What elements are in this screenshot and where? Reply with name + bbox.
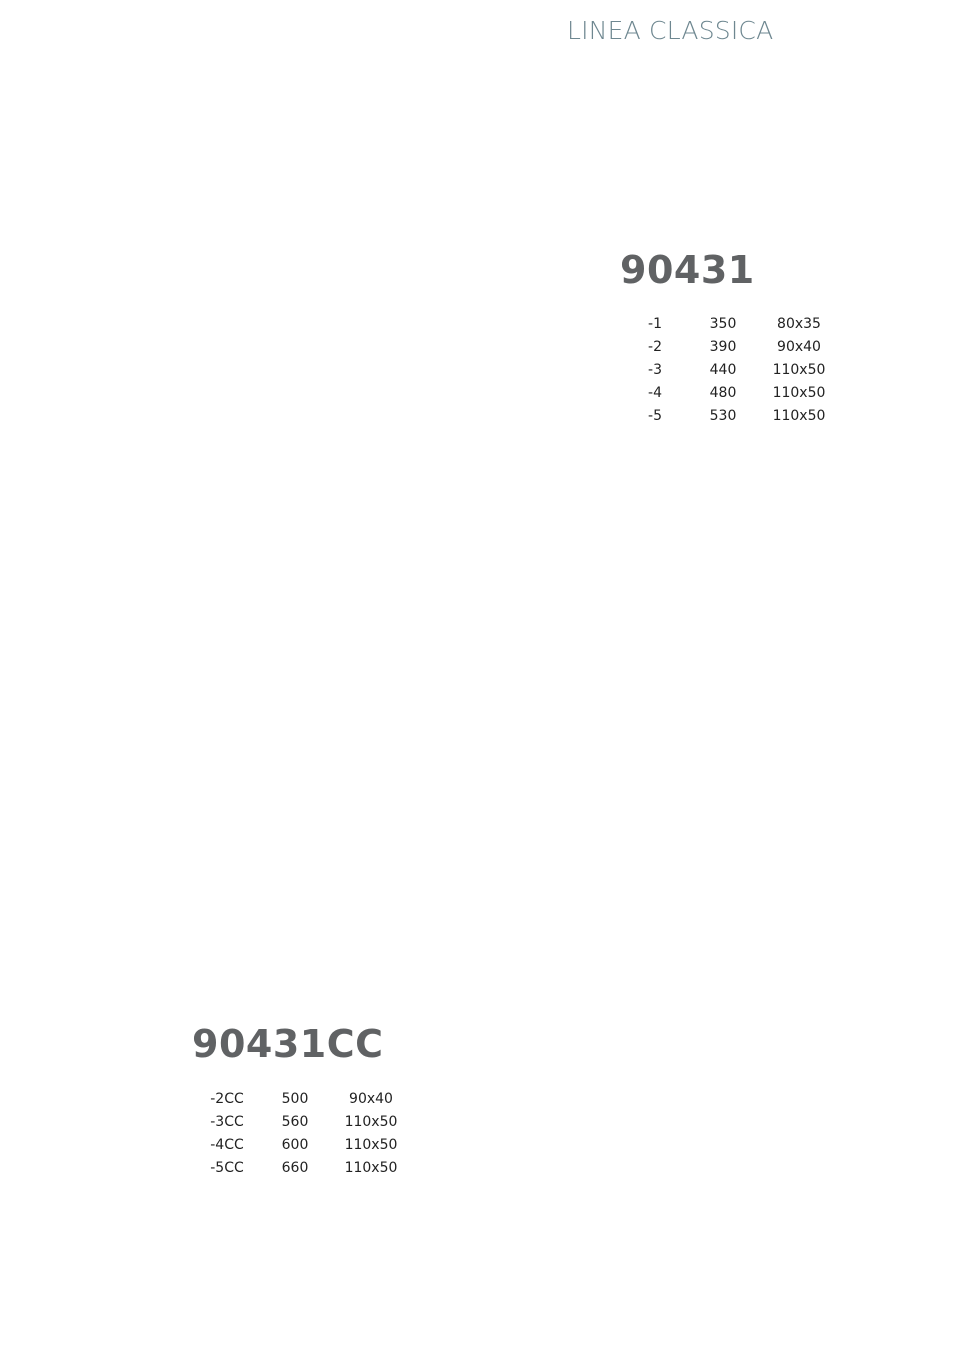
cell-size: 110x50 — [344, 1114, 398, 1130]
table-row: -2CC 500 90x40 — [0, 1088, 970, 1111]
cell-size: 90x40 — [349, 1091, 393, 1107]
cell-variant: -2 — [648, 339, 662, 355]
cell-variant: -5 — [648, 408, 662, 424]
product-code: 90431 — [620, 248, 755, 292]
cell-variant: -3CC — [210, 1114, 244, 1130]
table-row: -4CC 600 110x50 — [0, 1134, 970, 1157]
table-row: -2 390 90x40 — [0, 336, 970, 359]
cell-variant: -2CC — [210, 1091, 244, 1107]
cell-value: 500 — [281, 1091, 309, 1107]
cell-size: 90x40 — [777, 339, 821, 355]
cell-size: 80x35 — [777, 316, 821, 332]
cell-size: 110x50 — [772, 408, 826, 424]
cell-variant: -4 — [648, 385, 662, 401]
cell-size: 110x50 — [344, 1137, 398, 1153]
cell-size: 110x50 — [344, 1160, 398, 1176]
cell-value: 350 — [709, 316, 737, 332]
collection-title: LINEA CLASSICA — [567, 16, 774, 45]
table-row: -5 530 110x50 — [0, 405, 970, 428]
cell-value: 530 — [709, 408, 737, 424]
product-code: 90431CC — [192, 1022, 384, 1066]
cell-value: 600 — [281, 1137, 309, 1153]
cell-variant: -4CC — [210, 1137, 244, 1153]
cell-value: 660 — [281, 1160, 309, 1176]
variant-table: -1 350 80x35 -2 390 90x40 -3 440 110x50 -4 480 110x… — [0, 313, 970, 428]
table-row: -5CC 660 110x50 — [0, 1157, 970, 1180]
cell-size: 110x50 — [772, 385, 826, 401]
table-row: -3CC 560 110x50 — [0, 1111, 970, 1134]
cell-value: 440 — [709, 362, 737, 378]
cell-value: 560 — [281, 1114, 309, 1130]
cell-variant: -1 — [648, 316, 662, 332]
cell-value: 480 — [709, 385, 737, 401]
cell-variant: -3 — [648, 362, 662, 378]
cell-size: 110x50 — [772, 362, 826, 378]
table-row: -1 350 80x35 — [0, 313, 970, 336]
table-row: -3 440 110x50 — [0, 359, 970, 382]
table-row: -4 480 110x50 — [0, 382, 970, 405]
cell-variant: -5CC — [210, 1160, 244, 1176]
cell-value: 390 — [709, 339, 737, 355]
